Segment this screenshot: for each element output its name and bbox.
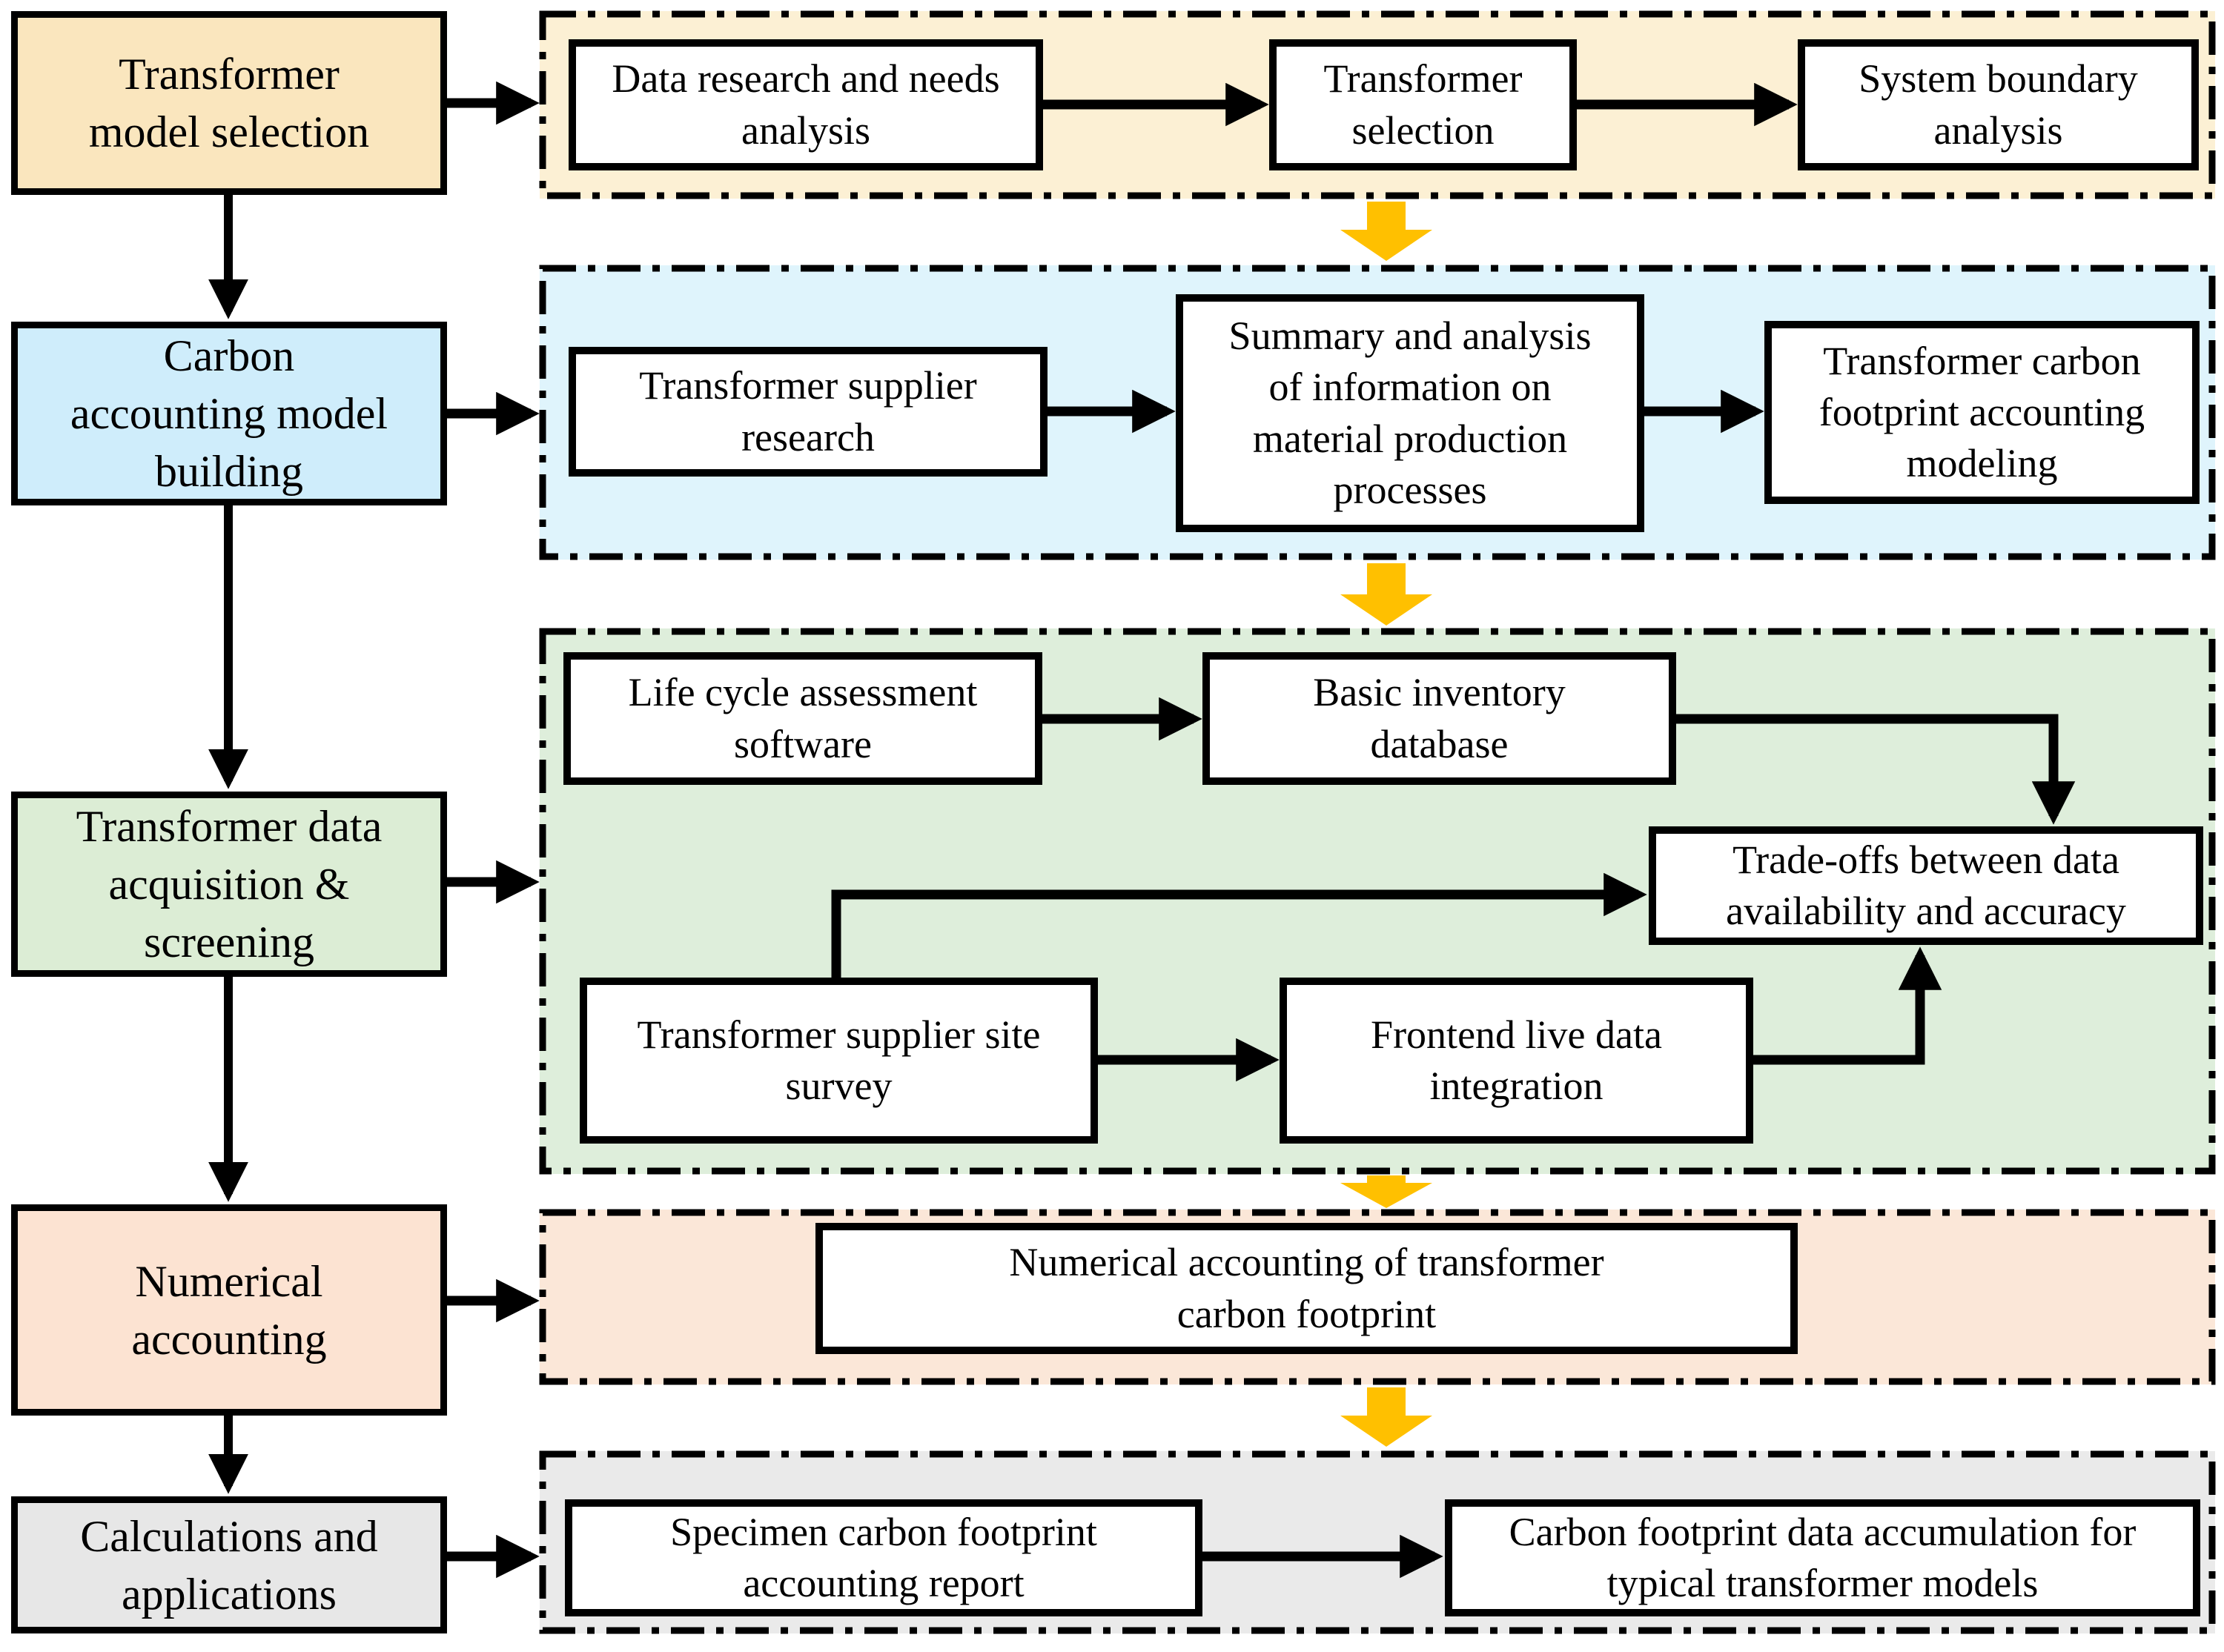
step-basic-inventory-database: Basic inventory database [1202, 652, 1676, 785]
step-transformer-supplier-research: Transformer supplier research [569, 347, 1048, 477]
step-trade-offs-data-availability-accuracy: Trade-offs between data availability and… [1649, 826, 2203, 945]
step-transformer-supplier-site-survey-label: Transformer supplier site survey [637, 1012, 1041, 1108]
stage-numerical-accounting-label: Numerical accounting [131, 1256, 327, 1364]
stage-numerical-accounting: Numerical accounting [11, 1204, 447, 1416]
accent-arrow-panel1-to-panel2 [1340, 202, 1432, 261]
accent-arrow-panel3-to-panel4 [1340, 1175, 1432, 1208]
step-frontend-live-data-integration-label: Frontend live data integration [1371, 1012, 1662, 1108]
arrow-site-survey-to-tradeoffs [831, 872, 1647, 978]
stage-transformer-data-acquisition: Transformer data acquisition & screening [11, 792, 447, 977]
step-carbon-footprint-data-accumulation-label: Carbon footprint data accumulation for t… [1509, 1509, 2137, 1605]
step-trade-offs-data-availability-accuracy-label: Trade-offs between data availability and… [1726, 837, 2126, 933]
panel-border-model-selection [539, 10, 2216, 199]
step-system-boundary-analysis: System boundary analysis [1798, 39, 2199, 170]
step-numerical-accounting-carbon-footprint: Numerical accounting of transformer carb… [815, 1223, 1798, 1354]
stage-transformer-model-selection-label: Transformer model selection [88, 50, 370, 156]
step-data-research-and-needs-analysis: Data research and needs analysis [569, 39, 1043, 170]
step-transformer-carbon-footprint-modeling: Transformer carbon footprint accounting … [1764, 321, 2200, 504]
step-transformer-selection: Transformer selection [1269, 39, 1577, 170]
arrow-frontend-to-tradeoffs [1753, 946, 1942, 1065]
stage-carbon-accounting-model-building: Carbon accounting model building [11, 322, 447, 505]
step-transformer-supplier-research-label: Transformer supplier research [639, 363, 977, 460]
stage-calculations-and-applications: Calculations and applications [11, 1496, 447, 1633]
panel-border-data-acquisition [539, 628, 2216, 1175]
stage-calculations-and-applications-label: Calculations and applications [80, 1511, 378, 1619]
step-data-research-and-needs-analysis-label: Data research and needs analysis [612, 56, 1000, 153]
stage-transformer-model-selection: Transformer model selection [11, 11, 447, 195]
step-specimen-carbon-footprint-report: Specimen carbon footprint accounting rep… [565, 1499, 1202, 1616]
panel-border-numerical-accounting [539, 1209, 2216, 1385]
step-transformer-supplier-site-survey: Transformer supplier site survey [580, 978, 1098, 1144]
stage-transformer-data-acquisition-label: Transformer data acquisition & screening [76, 802, 383, 966]
step-basic-inventory-database-label: Basic inventory database [1313, 670, 1566, 766]
panel-border-calculations-applications [539, 1450, 2216, 1634]
panel-border-carbon-accounting-model [539, 265, 2216, 560]
step-transformer-selection-label: Transformer selection [1323, 56, 1523, 153]
step-carbon-footprint-data-accumulation: Carbon footprint data accumulation for t… [1445, 1499, 2200, 1616]
step-frontend-live-data-integration: Frontend live data integration [1280, 978, 1753, 1144]
stage-carbon-accounting-model-building-label: Carbon accounting model building [70, 331, 388, 496]
step-system-boundary-analysis-label: System boundary analysis [1859, 56, 2138, 153]
accent-arrow-panel4-to-panel5 [1340, 1387, 1432, 1447]
step-transformer-carbon-footprint-modeling-label: Transformer carbon footprint accounting … [1818, 338, 2145, 486]
step-life-cycle-assessment-software-label: Life cycle assessment software [628, 670, 978, 766]
step-specimen-carbon-footprint-report-label: Specimen carbon footprint accounting rep… [670, 1509, 1097, 1605]
arrow-inventory-db-to-tradeoffs [1676, 714, 2076, 825]
step-life-cycle-assessment-software: Life cycle assessment software [563, 652, 1042, 785]
step-summary-analysis-material-production-label: Summary and analysis of information on m… [1228, 314, 1592, 512]
step-summary-analysis-material-production: Summary and analysis of information on m… [1176, 294, 1644, 532]
accent-arrow-panel2-to-panel3 [1340, 563, 1432, 626]
step-numerical-accounting-carbon-footprint-label: Numerical accounting of transformer carb… [1009, 1240, 1604, 1336]
